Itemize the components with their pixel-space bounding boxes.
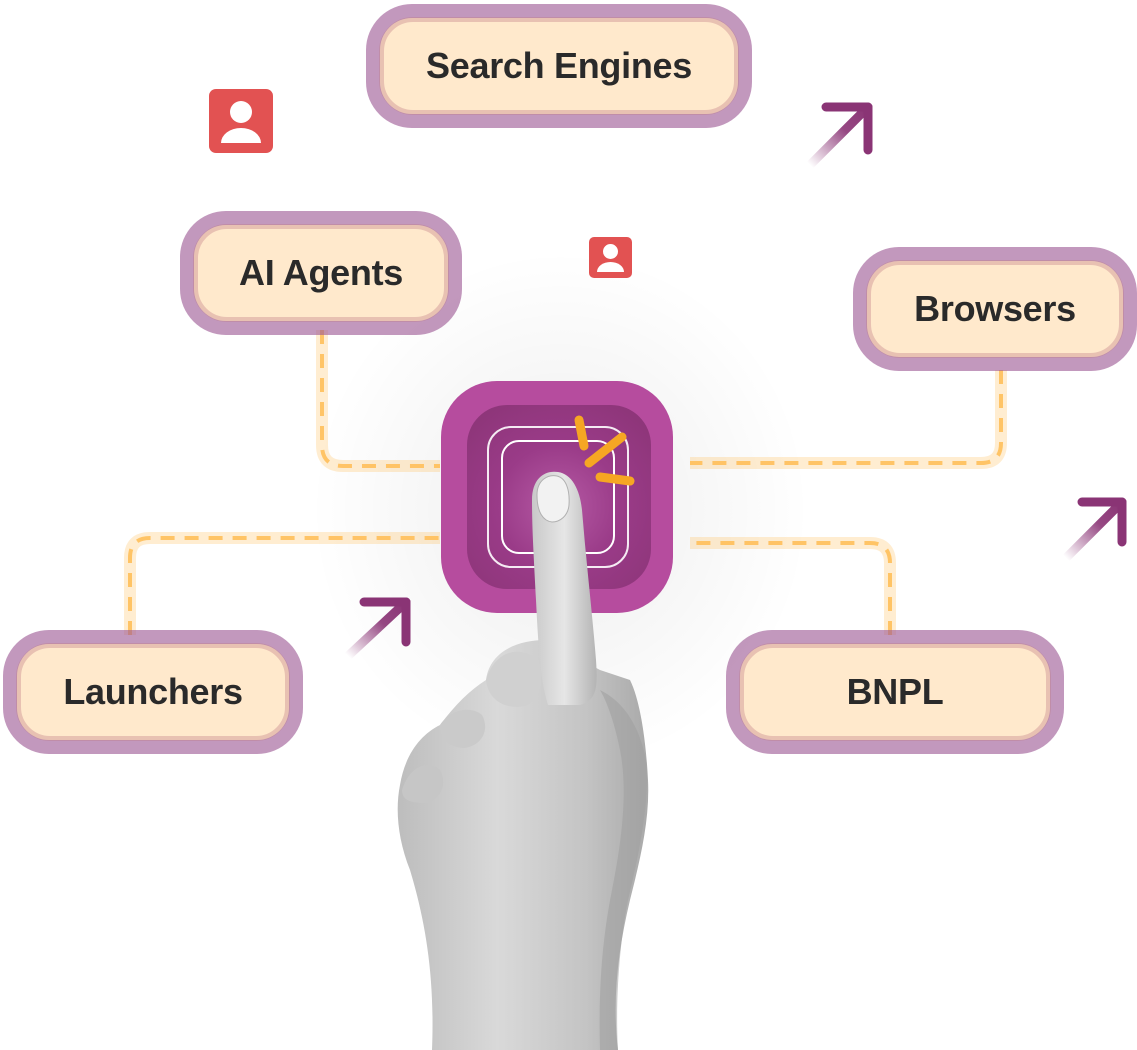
node-label: Launchers <box>63 671 243 712</box>
node-launchers[interactable]: Launchers <box>3 630 303 754</box>
node-label: BNPL <box>846 671 944 712</box>
user-icon <box>209 89 273 153</box>
connector-ai-agents <box>316 330 440 472</box>
hub-ring-inner <box>501 440 615 554</box>
connector-browsers <box>690 370 1007 469</box>
arrow-up-right-icon <box>1061 497 1127 563</box>
node-ai-agents[interactable]: AI Agents <box>180 211 462 335</box>
user-icon <box>589 237 632 278</box>
node-search-engines[interactable]: Search Engines <box>366 4 752 128</box>
node-label: Search Engines <box>426 45 692 86</box>
arrow-up-right-icon <box>805 102 873 170</box>
connector-launchers <box>124 532 440 635</box>
arrow-up-right-icon <box>343 597 411 661</box>
hub-button[interactable] <box>441 381 673 613</box>
node-label: AI Agents <box>239 252 403 293</box>
node-browsers[interactable]: Browsers <box>853 247 1137 371</box>
node-bnpl[interactable]: BNPL <box>726 630 1064 754</box>
node-label: Browsers <box>914 288 1076 329</box>
connector-bnpl <box>690 537 896 635</box>
